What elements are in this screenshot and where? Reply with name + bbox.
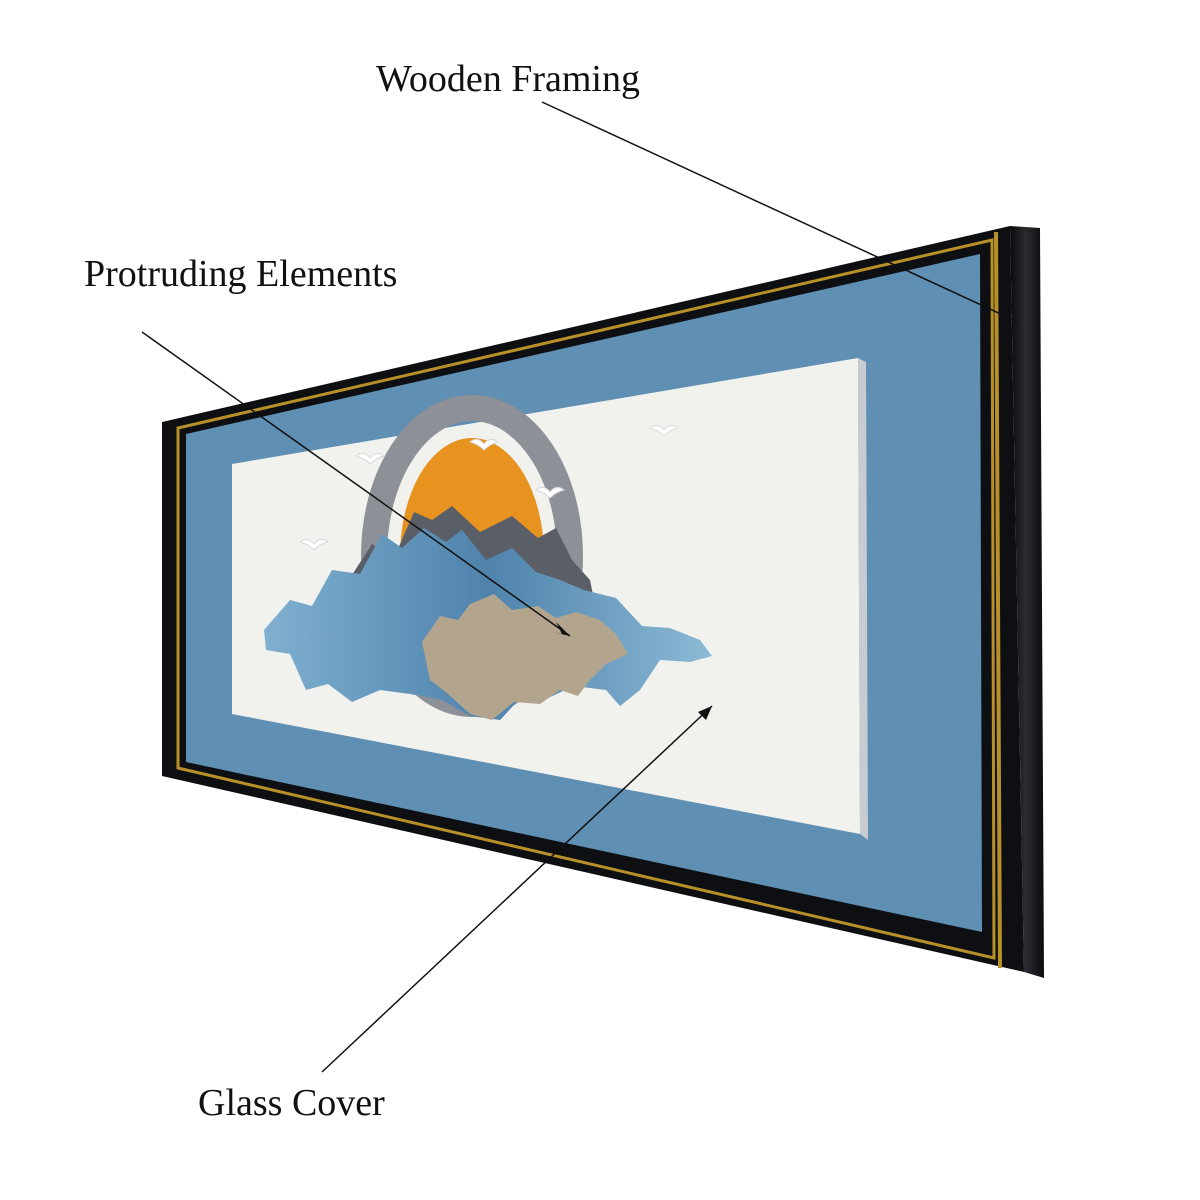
gold-trim-side (994, 231, 1002, 969)
leader-line-wooden-framing (541, 101, 1019, 323)
canvas-edge (858, 358, 868, 840)
leader-line-glass-cover (321, 705, 713, 1073)
mountain-sand (422, 594, 628, 720)
leader-line-protruding-elements (141, 331, 571, 637)
gold-trim-inner (176, 238, 996, 960)
label-glass-cover: Glass Cover (198, 1082, 385, 1124)
label-wooden-framing: Wooden Framing (376, 58, 640, 100)
bird-icon (298, 424, 680, 551)
frame-side (1010, 226, 1044, 978)
arrowhead-glass (698, 706, 712, 720)
arrowhead-protruding (552, 622, 570, 636)
label-protruding-elements: Protruding Elements (84, 253, 398, 295)
